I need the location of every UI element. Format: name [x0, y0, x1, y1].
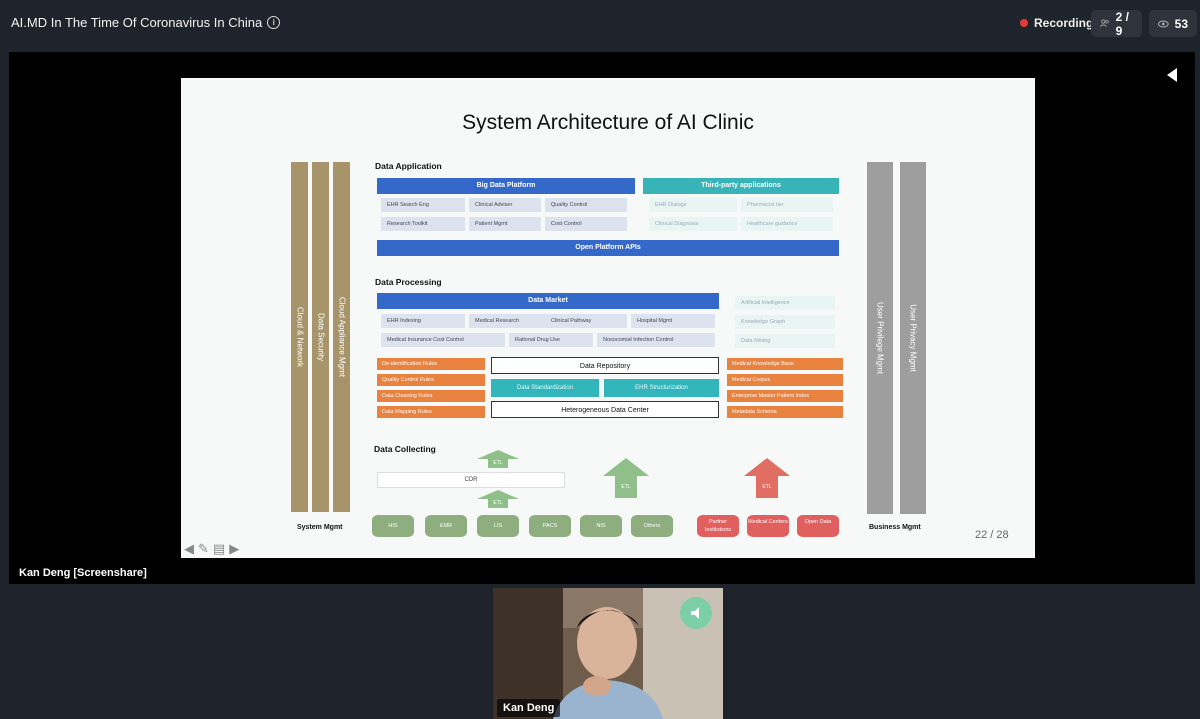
partner-cylinder: Open Data	[797, 515, 839, 537]
source-cylinder: HIS	[372, 515, 414, 537]
etl-label: ETL	[621, 484, 630, 490]
app-cell: Quality Control	[545, 198, 627, 212]
app-cell: Cost Control	[545, 217, 627, 231]
market-cell: Medical Research	[469, 314, 547, 328]
third-party-cell: Pharmacist tier	[741, 198, 833, 212]
open-platform-apis: Open Platform APIs	[377, 240, 839, 256]
market-cell: Rational Drug Use	[509, 333, 593, 347]
right-bar-privacy: User Privacy Mgmt	[900, 162, 926, 514]
slide-page-number: 22 / 28	[975, 529, 1009, 541]
left-rule: Data Mapping Rules	[377, 406, 485, 418]
left-bar-label: Cloud & Network	[295, 306, 304, 368]
participants-button[interactable]: 2 / 9	[1091, 9, 1142, 38]
left-bar-label: Data Security	[316, 312, 325, 362]
partner-cylinder: Medical Centers	[747, 515, 789, 537]
market-cell: EHR Indexing	[381, 314, 465, 328]
recording-indicator: Recording	[1020, 16, 1093, 30]
left-bar-label: Cloud Appliance Mgmt	[337, 296, 346, 378]
source-cylinder: PACS	[529, 515, 571, 537]
data-application-heading: Data Application	[375, 161, 442, 171]
prev-arrow-icon[interactable]: ◀	[184, 541, 194, 556]
webinar-title-text: AI.MD In The Time Of Coronavirus In Chin…	[11, 15, 263, 30]
market-cell: Nosocomial Infection Control	[597, 333, 715, 347]
collapse-arrow-icon[interactable]	[1167, 68, 1177, 82]
third-party-cell: EHR Dialogs	[649, 198, 737, 212]
third-party-header: Third-party applications	[643, 178, 839, 194]
etl-arrow-icon: ETL	[477, 490, 519, 508]
participants-count: 2 / 9	[1115, 9, 1129, 38]
left-rule: De-identification Rules	[377, 358, 485, 370]
big-data-platform-header: Big Data Platform	[377, 178, 635, 194]
presentation-slide: System Architecture of AI Clinic Cloud &…	[181, 78, 1035, 558]
slide-nav-toolbar: ◀ ✎ ▤ ▶	[184, 541, 239, 557]
business-mgmt-label: Business Mgmt	[869, 524, 921, 531]
left-rule: Quality Control Rules	[377, 374, 485, 386]
data-collecting-heading: Data Collecting	[374, 444, 436, 454]
data-standardization-box: Data Standardization	[491, 379, 599, 397]
presenter-name: Kan Deng	[497, 699, 561, 717]
etl-label: ETL	[762, 484, 771, 490]
ai-cell: Knowledge Graph	[735, 315, 835, 329]
source-cylinder: EMR	[425, 515, 467, 537]
right-bar-label: User Privilege Mgmt	[875, 301, 885, 375]
source-cylinder: LIS	[477, 515, 519, 537]
left-bar-cloud-appliance: Cloud Appliance Mgmt	[333, 162, 350, 512]
info-icon[interactable]: i	[267, 16, 281, 29]
top-bar: AI.MD In The Time Of Coronavirus In Chin…	[0, 0, 1200, 46]
third-party-cell: Clinical Diagnosis	[649, 217, 737, 231]
ai-cell: Data Mining	[735, 334, 835, 348]
partner-cylinder: Partner Institutions	[697, 515, 739, 537]
right-rule: Medical Knowledge Base	[727, 358, 843, 370]
app-cell: Clinical Adviser	[469, 198, 541, 212]
webinar-title: AI.MD In The Time Of Coronavirus In Chin…	[11, 15, 281, 30]
market-cell: Medical Insurance Cost Control	[381, 333, 505, 347]
eye-icon	[1158, 20, 1169, 27]
people-icon	[1100, 19, 1109, 27]
record-dot-icon	[1020, 19, 1028, 27]
next-arrow-icon[interactable]: ▶	[229, 541, 240, 556]
etl-arrow-icon: ETL	[744, 458, 790, 498]
etl-label: ETL	[493, 500, 502, 506]
menu-icon[interactable]: ▤	[212, 541, 226, 556]
cdr-box: CDR	[377, 472, 565, 488]
screenshare-label: Kan Deng [Screenshare]	[19, 567, 147, 579]
viewers-count: 53	[1174, 16, 1188, 31]
audio-indicator	[680, 597, 712, 629]
third-party-cell: Healthcare guidance	[741, 217, 833, 231]
market-cell: Clinical Pathway	[545, 314, 627, 328]
data-processing-heading: Data Processing	[375, 277, 442, 287]
right-rule: Enterprise Master Patient Index	[727, 390, 843, 402]
right-rule: Metadata Schema	[727, 406, 843, 418]
data-repository-box: Data Repository	[491, 357, 719, 374]
speaker-icon	[691, 607, 699, 619]
left-bar-data-security: Data Security	[312, 162, 329, 512]
slide-title: System Architecture of AI Clinic	[462, 111, 754, 134]
pen-icon[interactable]: ✎	[198, 541, 209, 556]
right-bar-label: User Privacy Mgmt	[908, 304, 918, 372]
ehr-structurization-box: EHR Structurization	[604, 379, 719, 397]
right-rule: Medical Corpus	[727, 374, 843, 386]
app-cell: EHR Search Eng	[381, 198, 465, 212]
left-rule: Data Cleaning Rules	[377, 390, 485, 402]
source-cylinder: Others	[631, 515, 673, 537]
viewers-button[interactable]: 53	[1149, 10, 1197, 37]
left-bar-cloud-network: Cloud & Network	[291, 162, 308, 512]
etl-arrow-icon: ETL	[477, 450, 519, 468]
market-cell: Hospital Mgmt	[631, 314, 715, 328]
recording-label: Recording	[1034, 16, 1094, 30]
app-cell: Patient Mgmt	[469, 217, 541, 231]
presenter-video[interactable]: Kan Deng	[493, 588, 723, 719]
etl-arrow-icon: ETL	[603, 458, 649, 498]
data-market-header: Data Market	[377, 293, 719, 309]
ai-cell: Artificial Intelligence	[735, 296, 835, 310]
heterogeneous-data-center-box: Heterogeneous Data Center	[491, 401, 719, 418]
etl-label: ETL	[493, 460, 502, 466]
right-bar-privilege: User Privilege Mgmt	[867, 162, 893, 514]
app-cell: Research Toolkit	[381, 217, 465, 231]
source-cylinder: NIS	[580, 515, 622, 537]
system-mgmt-label: System Mgmt	[297, 524, 343, 531]
